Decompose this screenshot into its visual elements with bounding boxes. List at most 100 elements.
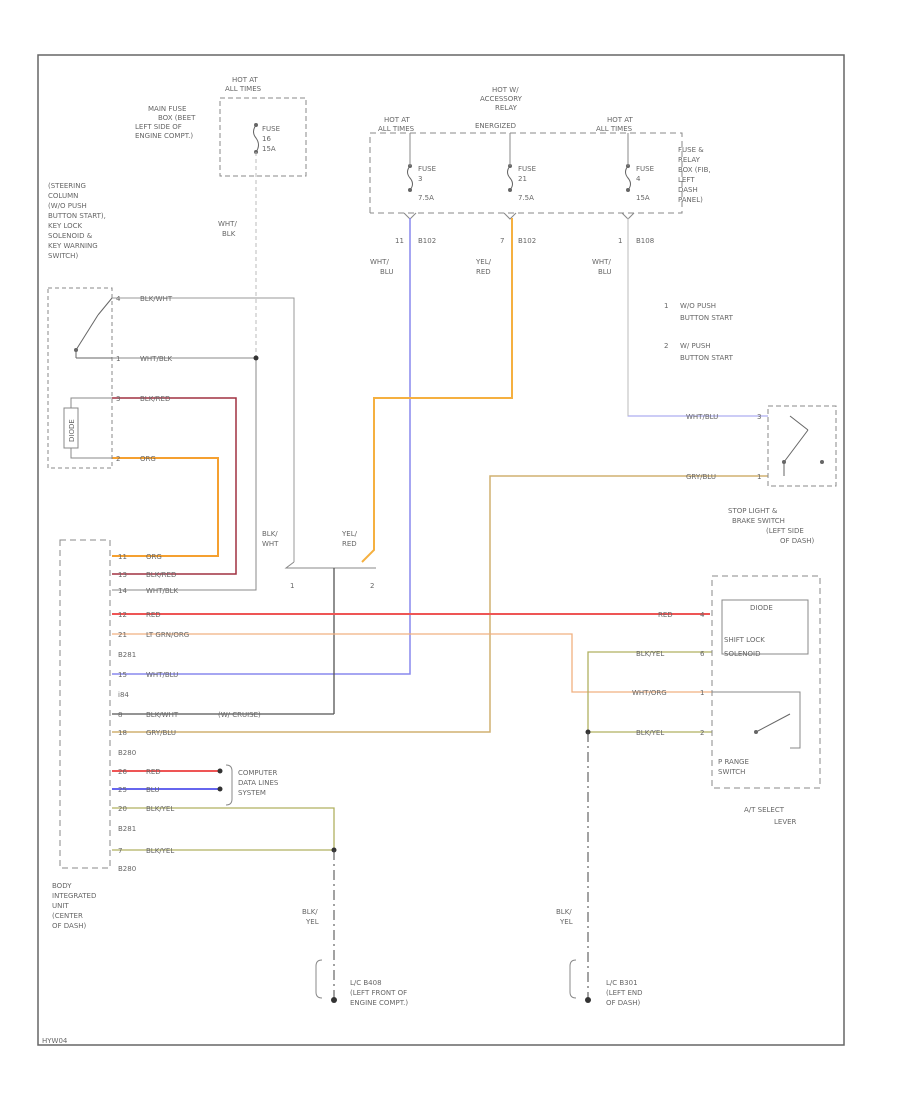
svg-text:BOX (FIB,: BOX (FIB,: [678, 166, 711, 174]
svg-text:SOLENOID: SOLENOID: [724, 650, 760, 658]
svg-text:(LEFT END: (LEFT END: [606, 989, 643, 997]
svg-text:YEL/: YEL/: [341, 530, 358, 538]
svg-text:11: 11: [118, 553, 127, 561]
svg-text:SHIFT LOCK: SHIFT LOCK: [724, 636, 765, 644]
svg-text:DIODE: DIODE: [68, 419, 76, 442]
wire-org: [112, 457, 219, 557]
svg-text:WHT/BLU: WHT/BLU: [686, 413, 718, 421]
svg-text:BLK/: BLK/: [302, 908, 318, 916]
ground-2: BLK/ YEL L/C B301 (LEFT END OF DASH): [556, 908, 643, 1007]
svg-text:LEVER: LEVER: [774, 818, 797, 826]
diagram-frame: [37, 54, 845, 1046]
svg-text:WHT/BLK: WHT/BLK: [140, 355, 173, 363]
wire-blk-yel-solenoid: [587, 651, 712, 732]
svg-text:(CENTER: (CENTER: [52, 912, 83, 920]
notes: 1 W/O PUSH BUTTON START 2 W/ PUSH BUTTON…: [664, 302, 734, 362]
svg-text:DASH: DASH: [678, 186, 698, 194]
svg-text:7.5A: 7.5A: [518, 194, 534, 202]
main-fuse-box: HOT AT ALL TIMES MAIN FUSE BOX (BEET LEF…: [135, 76, 307, 238]
svg-text:SYSTEM: SYSTEM: [238, 789, 266, 797]
svg-text:2: 2: [370, 582, 374, 590]
svg-text:(W/O PUSH: (W/O PUSH: [48, 202, 87, 210]
svg-text:RED: RED: [342, 540, 357, 548]
wire-yel-red: [361, 218, 513, 563]
svg-text:RELAY: RELAY: [678, 156, 701, 164]
svg-text:LEFT SIDE OF: LEFT SIDE OF: [135, 123, 182, 131]
diagram-code: HYW04: [42, 1037, 68, 1045]
svg-text:4: 4: [116, 295, 121, 303]
splice-labels: BLK/ WHT YEL/ RED 1 2: [262, 530, 374, 590]
svg-text:ENGINE COMPT.): ENGINE COMPT.): [135, 132, 193, 140]
svg-text:ACCESSORY: ACCESSORY: [480, 95, 523, 103]
svg-text:16: 16: [262, 135, 271, 143]
svg-text:12: 12: [118, 611, 127, 619]
svg-text:BUTTON START: BUTTON START: [680, 354, 734, 362]
svg-text:ALL TIMES: ALL TIMES: [225, 85, 262, 93]
svg-text:HOT AT: HOT AT: [232, 76, 259, 84]
svg-text:7.5A: 7.5A: [418, 194, 434, 202]
svg-text:KEY LOCK: KEY LOCK: [48, 222, 83, 230]
fuse-relay-box: HOT AT ALL TIMES HOT W/ ACCESSORY RELAY …: [369, 86, 711, 276]
svg-text:3: 3: [757, 413, 761, 421]
svg-text:L/C B301: L/C B301: [606, 979, 638, 987]
svg-text:7: 7: [118, 847, 122, 855]
svg-text:2: 2: [700, 729, 704, 737]
wire-wht-blu-1: [112, 218, 411, 675]
svg-text:DIODE: DIODE: [750, 604, 773, 612]
svg-text:25: 25: [118, 786, 127, 794]
svg-text:14: 14: [118, 587, 127, 595]
svg-text:(W/ CRUISE): (W/ CRUISE): [218, 711, 261, 719]
svg-text:BLU: BLU: [598, 268, 611, 276]
svg-text:OF DASH): OF DASH): [780, 537, 815, 545]
ground-1: BLK/ YEL L/C B408 (LEFT FRONT OF ENGINE …: [302, 908, 408, 1007]
wire-lt-grn-org: [112, 633, 712, 693]
svg-text:ENERGIZED: ENERGIZED: [475, 122, 516, 130]
svg-text:RED: RED: [476, 268, 491, 276]
svg-text:W/O PUSH: W/O PUSH: [680, 302, 716, 310]
svg-text:B280: B280: [118, 749, 136, 757]
svg-text:BOX (BEET: BOX (BEET: [158, 114, 196, 122]
svg-text:B281: B281: [118, 651, 136, 659]
svg-text:WHT: WHT: [262, 540, 279, 548]
wire-blk-red: [112, 397, 237, 575]
svg-text:B108: B108: [636, 237, 654, 245]
svg-text:COLUMN: COLUMN: [48, 192, 78, 200]
svg-text:HOT AT: HOT AT: [607, 116, 634, 124]
svg-text:BLK/RED: BLK/RED: [140, 395, 170, 403]
svg-text:i84: i84: [118, 691, 129, 699]
svg-text:BUTTON START),: BUTTON START),: [48, 212, 106, 220]
svg-text:DATA LINES: DATA LINES: [238, 779, 279, 787]
svg-text:FUSE &: FUSE &: [678, 146, 704, 154]
svg-text:LEFT: LEFT: [678, 176, 695, 184]
svg-text:15A: 15A: [636, 194, 650, 202]
svg-text:FUSE: FUSE: [262, 125, 280, 133]
wire-blk-wht-steer: [112, 297, 295, 562]
svg-text:21: 21: [118, 631, 127, 639]
body-integrated-unit: 11 ORG 13 BLK/RED 14 WHT/BLK 12 RED 21 L…: [52, 539, 279, 930]
svg-text:A/T SELECT: A/T SELECT: [744, 806, 785, 814]
svg-text:SWITCH): SWITCH): [48, 252, 78, 260]
svg-text:1: 1: [757, 473, 761, 481]
wire-blk-yel-ground1: [112, 807, 335, 850]
svg-text:3: 3: [418, 175, 422, 183]
svg-text:GRY/BLU: GRY/BLU: [146, 729, 176, 737]
svg-text:20: 20: [118, 805, 127, 813]
svg-text:(LEFT FRONT OF: (LEFT FRONT OF: [350, 989, 407, 997]
svg-text:1: 1: [618, 237, 622, 245]
svg-text:WHT/: WHT/: [592, 258, 611, 266]
svg-text:ORG: ORG: [146, 553, 162, 561]
svg-text:BRAKE SWITCH: BRAKE SWITCH: [732, 517, 785, 525]
svg-text:FUSE: FUSE: [418, 165, 436, 173]
svg-text:8: 8: [118, 711, 122, 719]
svg-text:1: 1: [664, 302, 668, 310]
svg-text:OF DASH): OF DASH): [606, 999, 641, 1007]
svg-text:FUSE: FUSE: [636, 165, 654, 173]
svg-text:L/C B408: L/C B408: [350, 979, 382, 987]
svg-text:COMPUTER: COMPUTER: [238, 769, 277, 777]
svg-text:WHT/BLK: WHT/BLK: [146, 587, 179, 595]
svg-text:FUSE: FUSE: [518, 165, 536, 173]
svg-text:ALL TIMES: ALL TIMES: [596, 125, 633, 133]
svg-text:MAIN FUSE: MAIN FUSE: [148, 105, 186, 113]
svg-text:STOP LIGHT &: STOP LIGHT &: [728, 507, 778, 515]
